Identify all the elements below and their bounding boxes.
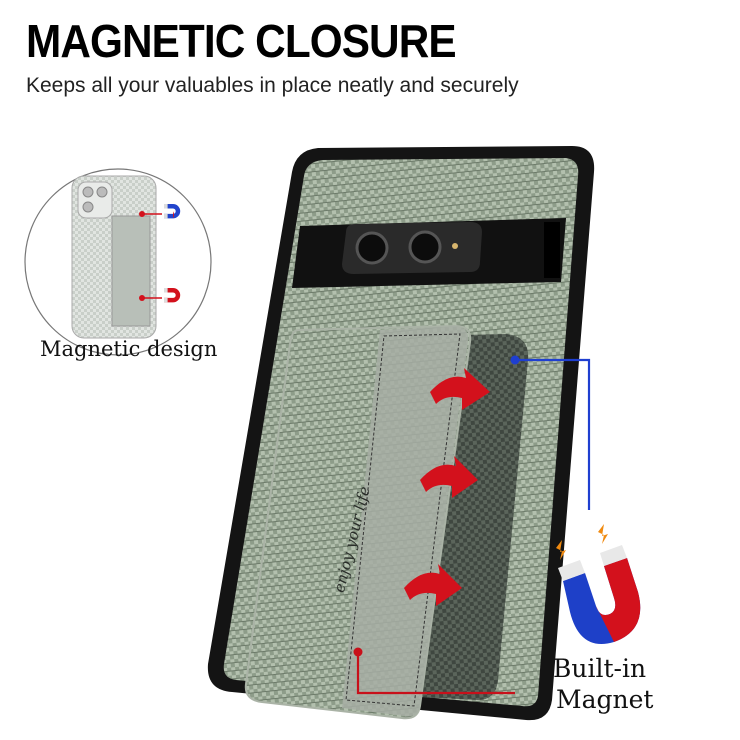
- open-arrow-icon: [404, 368, 490, 606]
- subheadline: Keeps all your valuables in place neatly…: [26, 74, 519, 97]
- mini-magnet-icon: [164, 204, 181, 219]
- callout-line2: Magnet: [556, 685, 654, 714]
- red-pointer-line: [356, 652, 515, 695]
- inset-label: Magnetic design: [40, 337, 218, 361]
- magnetic-design-inset: [24, 168, 212, 356]
- camera-lens-icon: [355, 231, 389, 265]
- headline: MAGNETIC CLOSURE: [26, 15, 457, 67]
- blue-pointer-line: [515, 358, 591, 510]
- callout-line1: Built-in: [553, 654, 647, 683]
- mini-magnet-icon: [164, 288, 181, 303]
- phone-case: [207, 146, 595, 721]
- camera-lens-icon: [408, 230, 442, 264]
- spark-icon: [556, 540, 566, 560]
- spark-icon: [598, 524, 608, 544]
- magnet-icon: [556, 524, 641, 644]
